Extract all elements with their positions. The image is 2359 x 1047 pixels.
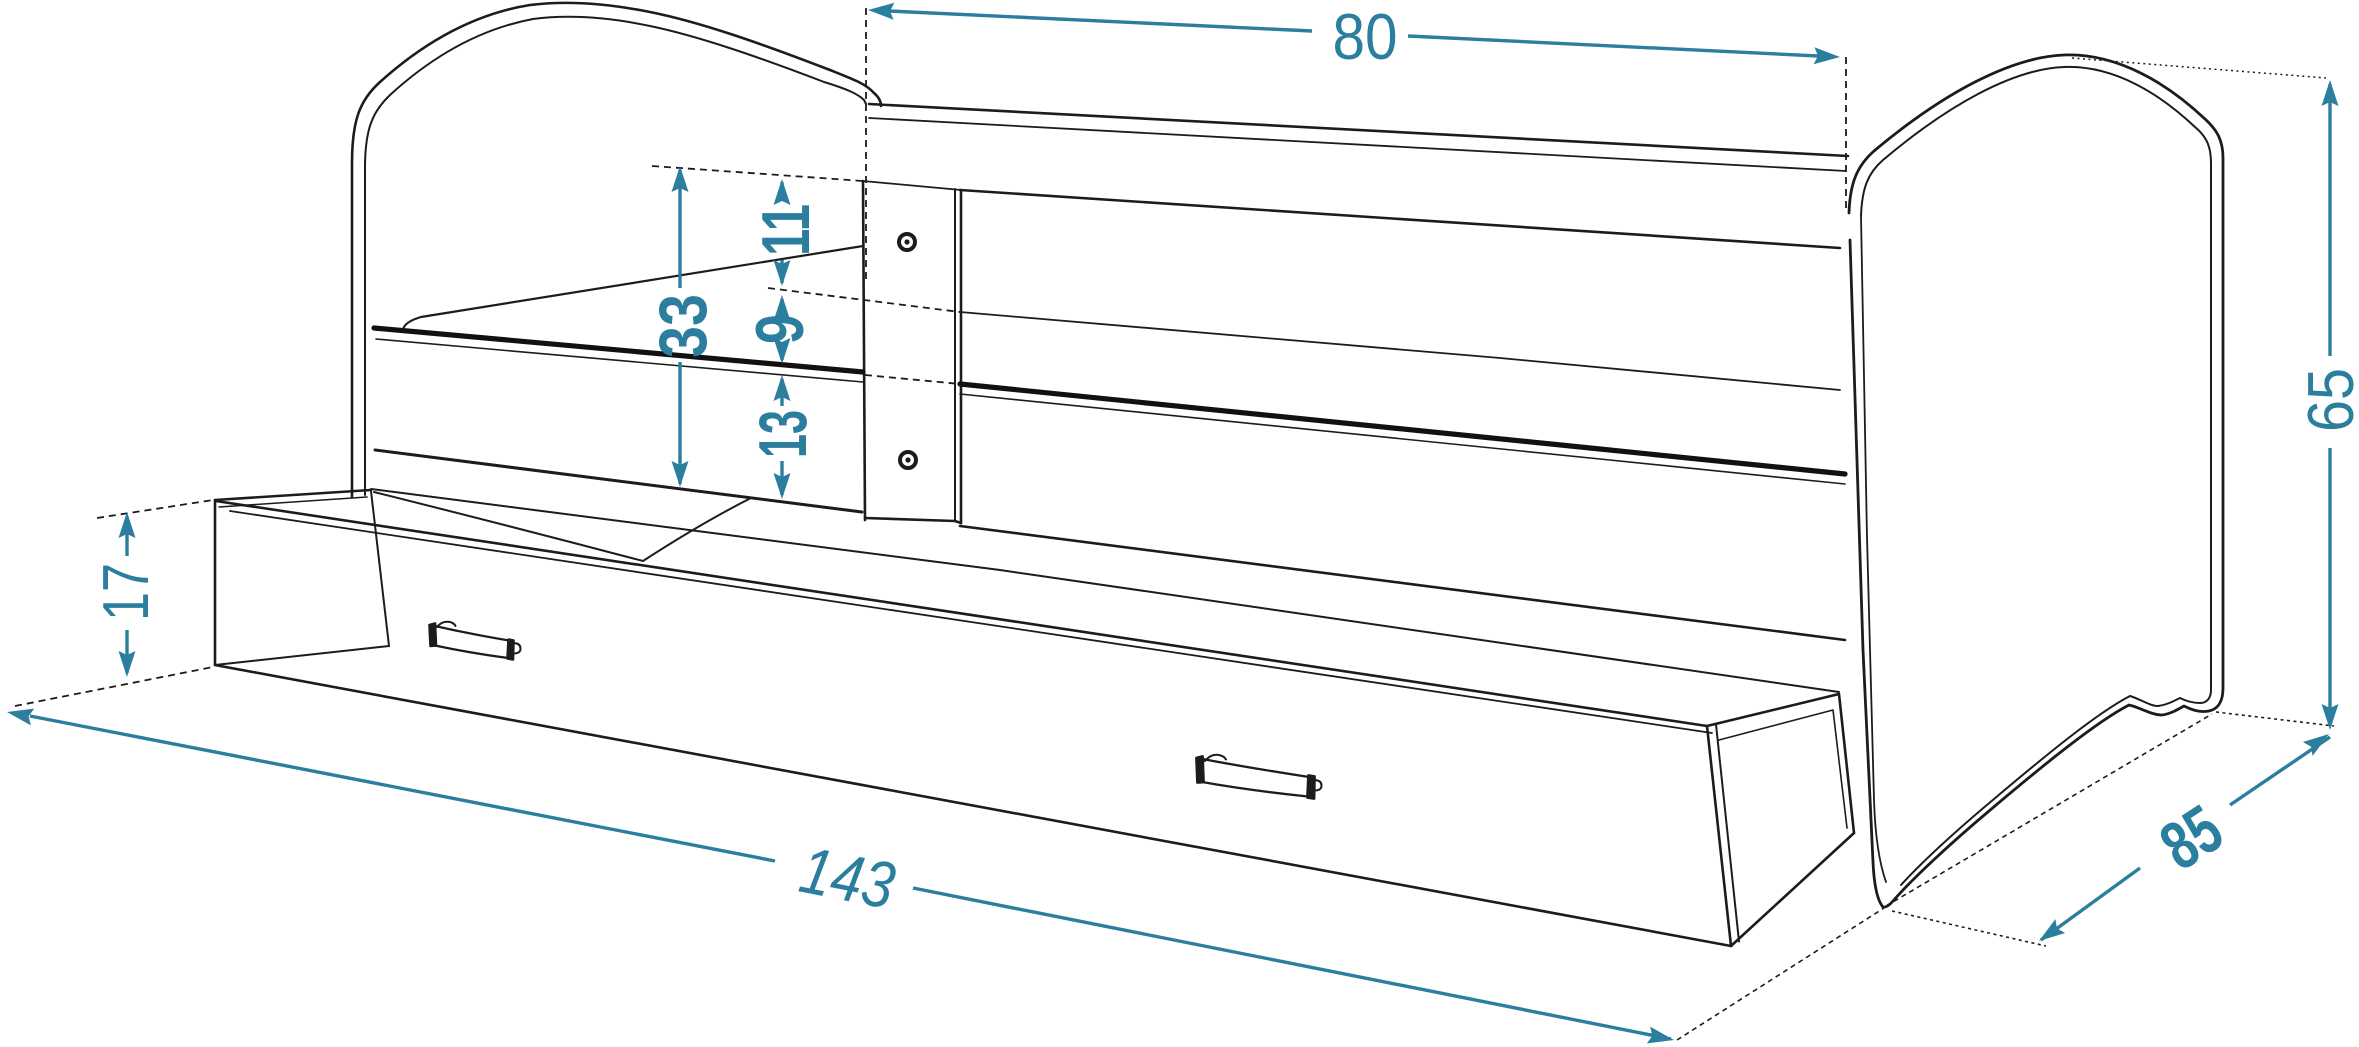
svg-text:65: 65 (2294, 368, 2359, 432)
svg-text:13: 13 (745, 410, 821, 458)
svg-text:33: 33 (645, 294, 721, 358)
svg-text:80: 80 (1333, 0, 1398, 73)
svg-text:17: 17 (89, 563, 162, 621)
svg-text:11: 11 (748, 204, 824, 256)
svg-text:9: 9 (742, 314, 818, 344)
svg-text:143: 143 (794, 832, 901, 923)
